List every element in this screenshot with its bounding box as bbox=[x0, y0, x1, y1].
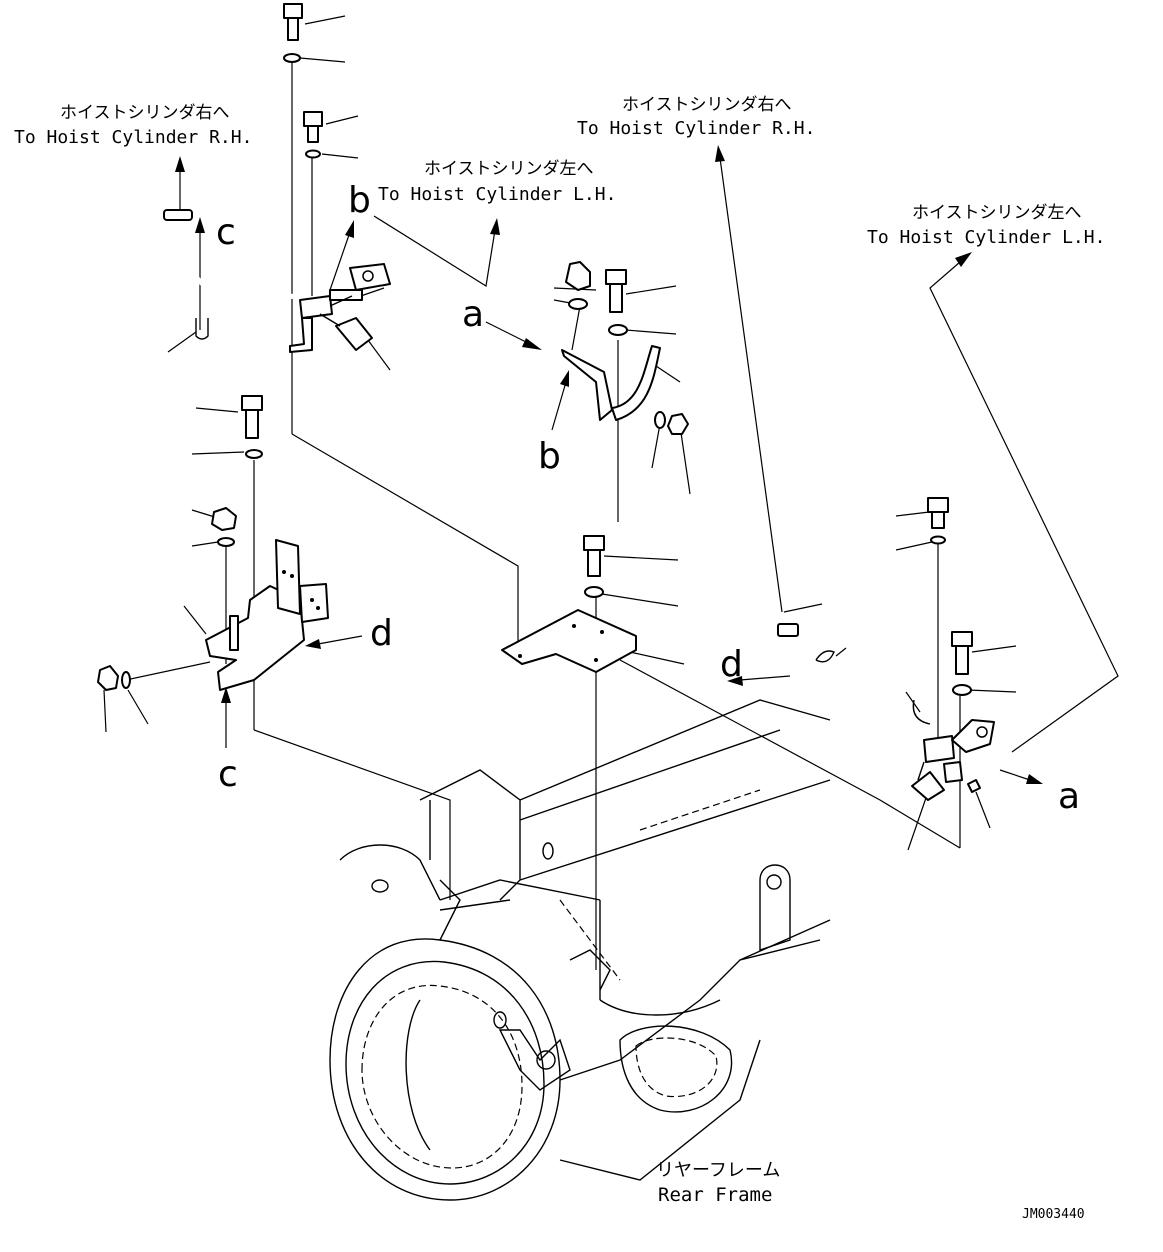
center-bracket-assembly bbox=[561, 261, 689, 435]
left-tube-assembly bbox=[163, 3, 391, 353]
part-leaders bbox=[103, 15, 1017, 851]
ref-letter-a-center: a bbox=[462, 294, 484, 335]
rear-frame-label-jp: リヤーフレーム bbox=[656, 1160, 780, 1181]
callout-right-lh-jp: ホイストシリンダ左へ bbox=[912, 203, 1082, 223]
ref-letter-b-top: b bbox=[348, 180, 371, 221]
callout-arrows bbox=[175, 145, 1119, 753]
callout-left-rh-jp: ホイストシリンダ右へ bbox=[60, 103, 230, 123]
callout-right-rh-en: To Hoist Cylinder R.H. bbox=[577, 118, 815, 139]
callout-right-lh-en: To Hoist Cylinder L.H. bbox=[867, 227, 1105, 248]
callout-right-rh-jp: ホイストシリンダ右へ bbox=[622, 95, 792, 115]
callout-center-lh-en: To Hoist Cylinder L.H. bbox=[378, 184, 616, 205]
ref-letter-d-left: d bbox=[370, 613, 393, 654]
rear-frame-label-en: Rear Frame bbox=[658, 1184, 772, 1206]
callout-center-lh-jp: ホイストシリンダ左へ bbox=[424, 159, 594, 179]
ref-letter-b-center: b bbox=[538, 436, 561, 477]
reference-arrows bbox=[195, 217, 1043, 784]
right-tube-assembly bbox=[777, 497, 995, 801]
ref-letter-c-top: c bbox=[216, 212, 236, 253]
rear-frame bbox=[329, 699, 831, 1201]
ref-letter-c-bottom: c bbox=[218, 754, 238, 795]
drawing-number: JM003440 bbox=[1022, 1207, 1085, 1222]
ref-letter-d-right: d bbox=[720, 644, 743, 685]
center-plate-assembly bbox=[501, 535, 637, 673]
left-bracket-assembly bbox=[97, 395, 329, 691]
callout-left-rh-en: To Hoist Cylinder R.H. bbox=[14, 127, 252, 148]
ref-letter-a-right: a bbox=[1058, 776, 1080, 817]
assembly-lines bbox=[225, 62, 961, 970]
